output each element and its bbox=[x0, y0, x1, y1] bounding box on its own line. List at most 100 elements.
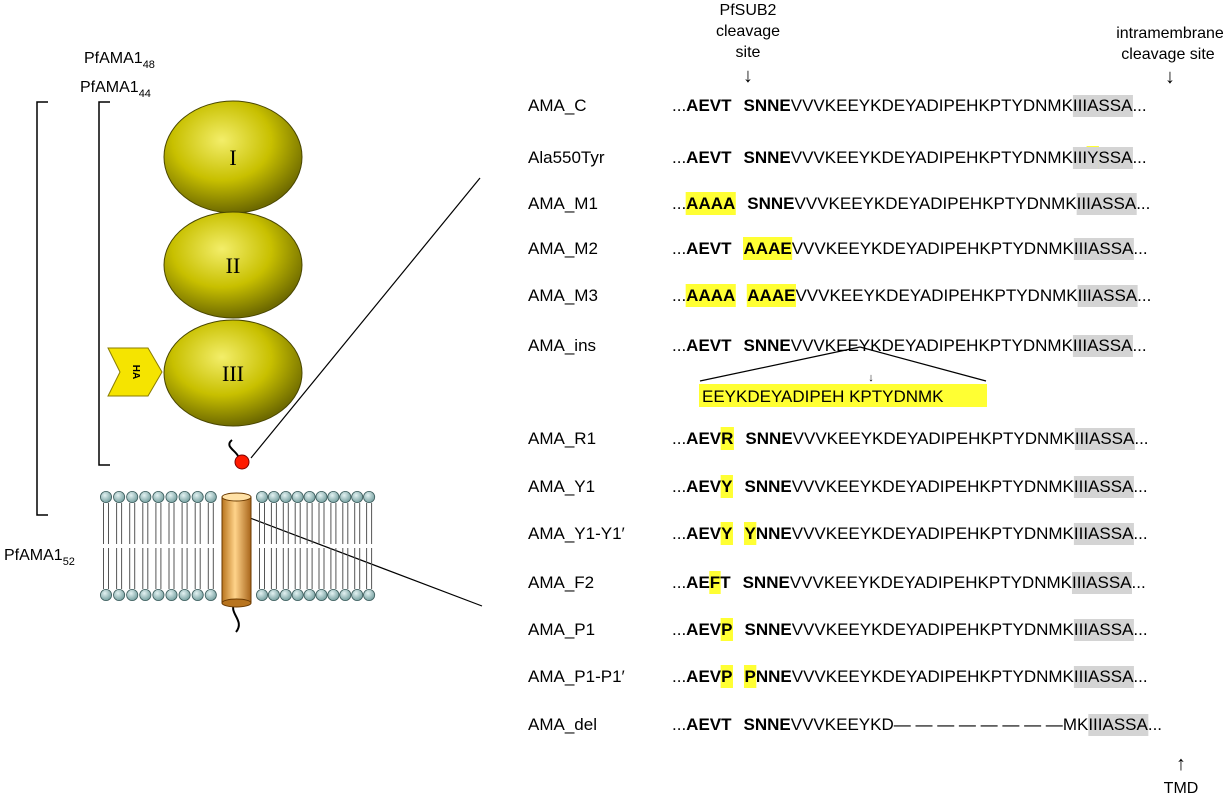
row-name: AMA_ins bbox=[528, 336, 596, 355]
tmd-residues: III bbox=[1073, 148, 1087, 167]
mutation-residue: AAAA bbox=[686, 286, 735, 305]
sequence-segment: SNNE bbox=[747, 194, 794, 213]
tmd-box bbox=[1072, 95, 1133, 117]
mutation-residue: F bbox=[710, 573, 720, 592]
insert-highlight bbox=[699, 384, 987, 407]
sequence-segment: — — — — — — — — bbox=[894, 715, 1063, 734]
sequence-segment: VVVKEEYKDEYADIPEHKPTYDNMK bbox=[791, 148, 1074, 167]
sequence-segment: AEV bbox=[686, 429, 722, 448]
row-name: AMA_M1 bbox=[528, 194, 598, 213]
label-pfama1-44: PfAMA144 bbox=[80, 79, 151, 100]
sequence-segment: ... bbox=[1133, 667, 1147, 686]
lipid-head bbox=[267, 490, 280, 503]
lipid-bilayer bbox=[100, 490, 376, 602]
sequence-segment: AEVT bbox=[686, 715, 732, 734]
mutation-highlight bbox=[743, 522, 757, 545]
tmd-residues: IIIASSA bbox=[1074, 239, 1134, 258]
tmd-residues: IIIASSA bbox=[1073, 96, 1133, 115]
insert-line-left bbox=[699, 346, 861, 382]
label-pfama1-48: PfAMA148 bbox=[84, 50, 155, 71]
tmd-residues: IIIASSA bbox=[1072, 573, 1132, 592]
transmembrane-helix bbox=[221, 492, 252, 608]
sequence-segment: VVVKEEYKDEYADIPEHKPTYDNMK bbox=[791, 336, 1074, 355]
sequence-segment bbox=[732, 620, 737, 639]
sequence-segment bbox=[735, 286, 740, 305]
sequence-segment bbox=[733, 429, 738, 448]
sequence-segment: VVVKEEYKDEYADIPEHKPTYDNMK bbox=[792, 239, 1075, 258]
tmd-box bbox=[1077, 285, 1138, 307]
lipid-head bbox=[327, 589, 340, 602]
lipid-head bbox=[315, 490, 328, 503]
mutation-residue: P bbox=[721, 620, 732, 639]
lipid-head bbox=[100, 589, 113, 602]
domain-I: I bbox=[163, 100, 303, 214]
sequence-segment: ... bbox=[1134, 429, 1148, 448]
tmd-arrow: ↑ bbox=[1176, 753, 1186, 775]
sequence-segment bbox=[732, 239, 737, 258]
row-name: AMA_M2 bbox=[528, 239, 598, 258]
tmd-box bbox=[1071, 572, 1132, 594]
sequence-segment: SNNE bbox=[744, 148, 791, 167]
lipid-head bbox=[165, 589, 178, 602]
zoom-line-upper bbox=[250, 177, 481, 459]
tmd-residues: IIIASSA bbox=[1075, 429, 1135, 448]
sub2-line-3: site bbox=[736, 44, 761, 61]
row-name: AMA_M3 bbox=[528, 286, 598, 305]
sequence-segment: SNNE bbox=[745, 429, 792, 448]
sequence-segment: ... bbox=[1132, 148, 1146, 167]
sequence-segment: T bbox=[720, 573, 731, 592]
sequence-segment: ... bbox=[1132, 336, 1146, 355]
mutation-residue: P bbox=[721, 667, 732, 686]
mutation-residue: R bbox=[721, 429, 733, 448]
row-name: AMA_P1 bbox=[528, 620, 595, 639]
mutation-highlight bbox=[720, 427, 734, 450]
bracket-pfama1-52 bbox=[36, 101, 48, 516]
sequence-segment: AE bbox=[686, 573, 710, 592]
tmd-box bbox=[1088, 714, 1149, 736]
lipid-head bbox=[279, 589, 292, 602]
sequence-segment bbox=[732, 477, 737, 496]
sequence-segment: ... bbox=[672, 194, 686, 213]
sequence-segment: ... bbox=[1133, 477, 1147, 496]
insertion-callout: EEYKDEYADIPEH KPTYDNMK ↓ bbox=[699, 346, 987, 407]
sequence-segment: ... bbox=[1133, 524, 1147, 543]
lipid-head bbox=[291, 589, 304, 602]
domain-I-label: I bbox=[229, 145, 236, 170]
lipid-head bbox=[255, 589, 268, 602]
mutation-highlight bbox=[720, 665, 733, 688]
lipid-head bbox=[126, 589, 139, 602]
sequence-segment: AEVT bbox=[686, 336, 732, 355]
sequence-segment: AEVT bbox=[686, 148, 732, 167]
row-name: AMA_C bbox=[528, 96, 587, 115]
lipid-head bbox=[339, 589, 352, 602]
tmd-box bbox=[1087, 147, 1099, 169]
tmd-box bbox=[1073, 619, 1134, 641]
sequence-segment: SNNE bbox=[744, 620, 791, 639]
sequence-segment: VVVKEEYKDEYADIPEHKPTYDNMK bbox=[790, 573, 1073, 592]
sequence-segment: ... bbox=[672, 620, 686, 639]
mutation-highlight bbox=[709, 571, 721, 594]
insert-sequence: EEYKDEYADIPEH KPTYDNMK bbox=[702, 387, 944, 406]
mutation-residue: AAAE bbox=[747, 286, 795, 305]
sequence-segment: ... bbox=[672, 286, 686, 305]
lipid-head bbox=[303, 589, 316, 602]
sequence-segment: ... bbox=[672, 148, 686, 167]
protein-schematic: PfAMA148 PfAMA144 PfAMA152 I II bbox=[4, 50, 483, 633]
sequence-segment: ... bbox=[672, 336, 686, 355]
sequence-segment bbox=[731, 573, 736, 592]
sequence-segment: ... bbox=[1133, 620, 1147, 639]
tmd-residues: IIIASSA bbox=[1074, 524, 1134, 543]
lipid-head bbox=[339, 490, 352, 503]
sequence-segment: ... bbox=[1133, 239, 1147, 258]
sequence-segment: VVVKEEYKDEYADIPEHKPTYDNMK bbox=[795, 286, 1078, 305]
intra-line-1: intramembrane bbox=[1116, 25, 1224, 42]
sequence-segment: SNNE bbox=[744, 96, 791, 115]
sequence-segment: ... bbox=[672, 715, 686, 734]
lipid-head bbox=[267, 589, 280, 602]
row-name: AMA_Y1-Y1′ bbox=[528, 524, 625, 543]
